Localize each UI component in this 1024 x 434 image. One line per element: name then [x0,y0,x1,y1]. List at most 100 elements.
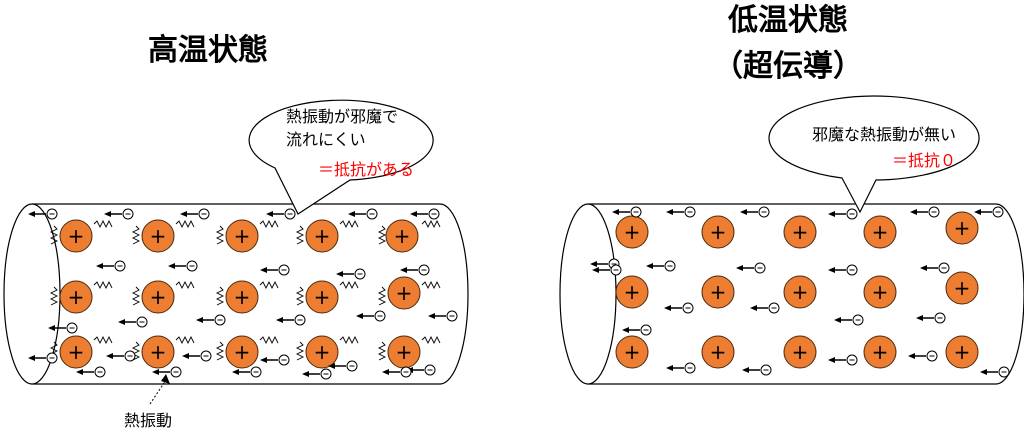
electron-icon [666,206,696,218]
electron-icon [920,262,950,274]
svg-text:+: + [710,280,727,304]
electron-icon [196,314,226,326]
ion-icon: + [863,335,897,369]
electron-icon [28,352,58,364]
svg-text:+: + [710,340,727,364]
svg-text:+: + [150,285,167,309]
ion-icon: + [615,275,649,309]
electron-icon [118,316,148,328]
electron-icon [266,208,296,220]
thermal-vibration-icon [175,335,195,345]
left-title: 高温状態 [148,33,268,68]
electron-icon [48,322,78,334]
svg-text:+: + [396,340,413,364]
svg-text:+: + [624,340,641,364]
thermal-vibration-icon [259,219,279,229]
thermal-vibration-icon [215,341,225,361]
svg-text:+: + [234,285,251,309]
electron-icon [410,208,440,220]
thermal-vibration-icon [339,280,359,290]
thermal-vibration-icon [175,280,195,290]
thermal-vibration-icon [339,335,359,345]
ion-icon: + [783,215,817,249]
ion-icon: + [141,335,175,369]
thermal-vibration-icon [215,286,225,306]
electron-icon [428,310,458,322]
electron-icon [76,366,106,378]
electron-icon [612,206,642,218]
electron-icon [664,302,694,314]
electron-icon [828,208,858,220]
ion-icon: + [305,280,339,314]
electron-icon [276,314,306,326]
thermal-vibration-icon [421,280,441,290]
ion-icon: + [863,215,897,249]
electron-icon [622,324,652,336]
thermal-vibration-icon [131,341,141,361]
ion-icon: + [305,219,339,253]
electron-icon [328,360,358,372]
svg-text:+: + [710,220,727,244]
svg-text:+: + [792,280,809,304]
svg-text:+: + [234,224,251,248]
left-speech-bubble-icon [248,99,434,215]
thermal-vibration-icon [295,286,305,306]
left-panel: 高温状態 熱振動が邪魔で 流れにくい ＝抵抗がある ++++++++++++++… [3,33,469,430]
svg-text:+: + [872,280,889,304]
electron-icon [646,260,676,272]
electron-icon [106,350,136,362]
thermal-vibration-icon [377,225,387,245]
electron-icon [96,260,126,272]
ion-icon: + [59,280,93,314]
thermal-vibration-icon [131,225,141,245]
electron-icon [742,364,772,376]
thermal-vibration-icon [49,286,59,306]
svg-text:+: + [624,280,641,304]
thermal-vibration-icon [421,219,441,229]
electron-icon [666,362,696,374]
ion-icon: + [945,211,979,245]
electron-icon [336,268,366,280]
electron-icon [974,206,1004,218]
ion-icon: + [701,275,735,309]
thermal-vibration-icon [421,335,441,345]
right-lattice: +++++++++++++++ [590,206,1010,378]
ion-icon: + [225,219,259,253]
svg-text:+: + [314,224,331,248]
ion-icon: + [701,335,735,369]
annotation-label: 熱振動 [124,411,172,430]
svg-text:+: + [954,216,971,240]
thermal-vibration-icon [259,335,279,345]
ion-icon: + [945,271,979,305]
electron-icon [908,350,938,362]
thermal-vibration-icon [131,286,141,306]
electron-icon [750,302,780,314]
svg-text:+: + [872,340,889,364]
ion-icon: + [59,335,93,369]
electron-icon [592,264,622,276]
thermal-vibration-icon [377,341,387,361]
electron-icon [104,208,134,220]
left-bubble-line3: ＝抵抗がある [318,160,414,179]
svg-text:+: + [68,340,85,364]
ion-icon: + [141,280,175,314]
electron-icon [828,264,858,276]
thermal-vibration-icon [49,225,59,245]
electron-icon [260,264,290,276]
svg-text:+: + [68,285,85,309]
right-bubble-line1: 邪魔な熱振動が無い [812,125,956,144]
svg-text:+: + [792,220,809,244]
thermal-vibration-icon [215,225,225,245]
thermal-vibration-icon [377,286,387,306]
svg-text:+: + [234,340,251,364]
thermal-vibration-icon [259,280,279,290]
svg-text:+: + [396,281,413,305]
ion-icon: + [701,215,735,249]
electron-icon [182,350,212,362]
ion-icon: + [945,335,979,369]
electron-icon [180,208,210,220]
right-bubble-line2: ＝抵抗０ [892,151,956,170]
ion-icon: + [387,335,421,369]
right-speech-bubble-icon [768,95,980,214]
electron-icon [348,208,378,220]
